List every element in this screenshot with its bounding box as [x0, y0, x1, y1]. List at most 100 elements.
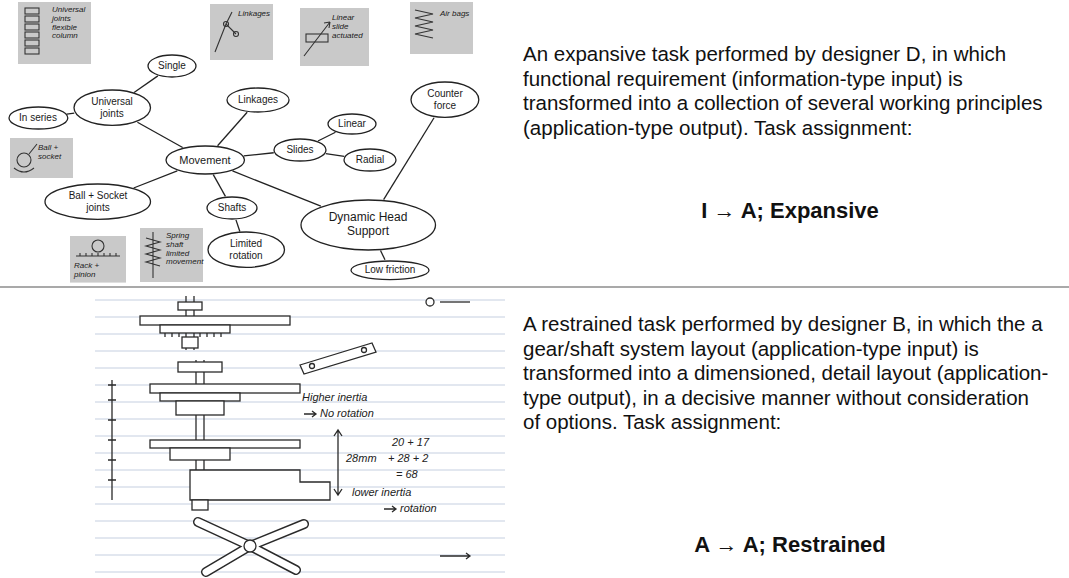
bubble-text: Radial — [356, 154, 384, 166]
slide-arrow — [304, 22, 330, 56]
card-note: Spring shaft limited movement — [166, 232, 200, 267]
gear-shaft-sketch — [108, 296, 470, 559]
sketch-card: Linear slide actuated — [300, 8, 369, 66]
mindmap-bubble: Ball + Socket joints — [44, 183, 152, 220]
bubble-ellipse — [207, 197, 257, 219]
branch-stroke — [326, 154, 345, 157]
pinion-doodle — [92, 240, 104, 252]
sketch-note: Higher inertia — [302, 391, 367, 404]
branch-stroke — [380, 251, 384, 260]
card-ground — [18, 2, 91, 64]
bubble-text: Counter force — [423, 88, 467, 111]
mindmap-bubble: Dynamic Head Support — [300, 199, 437, 251]
dimension-note: 20 + 17 — [392, 436, 429, 449]
card-ground — [10, 138, 73, 178]
bubble-ellipse — [227, 88, 289, 112]
bubble-text: Ball + Socket joints — [63, 190, 133, 213]
mindmap-bubble: In series — [8, 106, 69, 130]
spring-doodle — [146, 232, 160, 278]
task-assignment: A → A; Restrained — [600, 532, 980, 558]
card-note-holder: Linear slide actuated — [332, 14, 366, 40]
card-ground — [210, 4, 273, 60]
bubble-ellipse — [344, 149, 396, 171]
mindmap-bubble: Low friction — [350, 260, 430, 281]
branch-stroke — [236, 220, 240, 232]
branch-line — [218, 112, 248, 146]
card-ground — [70, 236, 126, 283]
branch-line — [244, 153, 274, 156]
description-text: An expansive task performed by designer … — [523, 42, 1051, 140]
bubble-text: Linkages — [238, 94, 278, 106]
bubble-text: Dynamic Head Support — [323, 211, 413, 239]
sketch-note: rotation — [400, 502, 437, 515]
card-ground — [300, 8, 369, 66]
mindmap-bubble: Limited rotation — [207, 231, 286, 268]
bubble-text: Limited rotation — [221, 238, 271, 261]
bubble-text: Linear — [338, 118, 366, 130]
branch-line — [137, 122, 182, 147]
description-text: A restrained task performed by designer … — [523, 312, 1051, 435]
card-note: Ball + socket — [38, 144, 70, 162]
bubble-text: In series — [19, 112, 57, 124]
mindmap-bubble: Single — [147, 54, 197, 78]
bubble-ellipse — [9, 107, 68, 129]
column-segment — [25, 40, 39, 46]
branch-stroke — [213, 175, 225, 197]
dimension-note: = 68 — [396, 468, 418, 481]
branch-stroke — [318, 132, 336, 141]
branch-line — [213, 175, 225, 197]
card-ground — [140, 228, 203, 282]
sketch-note: No rotation — [320, 407, 374, 420]
card-note: Universal joints flexible column — [52, 6, 88, 41]
card-note-holder: Linkages — [238, 10, 270, 19]
slide-block — [306, 34, 328, 42]
column-segment — [25, 48, 39, 54]
column-segment — [25, 32, 39, 38]
mindmap-bubble: Universal joints — [73, 89, 152, 126]
column-segment — [25, 24, 39, 30]
rack-doodle — [76, 253, 120, 256]
mindmap-bubble: Shafts — [206, 196, 258, 220]
linkage-doodle — [215, 12, 236, 52]
card-ground — [410, 2, 473, 54]
branch-line — [236, 220, 240, 232]
bubble-text: Single — [158, 60, 186, 72]
branch-line — [134, 171, 178, 188]
sketch-card: Spring shaft limited movement — [140, 228, 203, 282]
branch-stroke — [67, 113, 75, 114]
bubble-text: Slides — [286, 144, 313, 156]
card-note-holder: Ball + socket — [38, 144, 70, 162]
pivot — [234, 32, 239, 37]
bubble-ellipse — [74, 90, 151, 125]
branch-stroke — [244, 153, 274, 156]
branch-stroke — [218, 112, 248, 146]
bubble-ellipse — [351, 261, 429, 280]
sketch-card: Universal joints flexible column — [18, 2, 91, 64]
branch-line — [318, 132, 336, 141]
mindmap-bubble: Movement — [165, 145, 245, 175]
pivot — [224, 22, 229, 27]
bubble-ellipse — [166, 146, 244, 174]
task-assignment: I → A; Expansive — [600, 198, 980, 224]
bubble-ellipse — [45, 184, 151, 219]
card-note-holder: Universal joints flexible column — [52, 6, 88, 41]
panel-divider — [0, 286, 1069, 287]
branch-line — [67, 113, 75, 114]
bubble-ellipse — [301, 200, 436, 250]
mindmap-bubble: Linear — [327, 113, 377, 135]
bubble-ellipse — [208, 232, 285, 267]
mindmap-bubble: Linkages — [226, 87, 290, 113]
card-note: Rack + pinion — [74, 262, 122, 280]
bubble-ellipse — [411, 82, 479, 117]
bubble-text: Universal joints — [87, 96, 137, 119]
card-note-holder: Rack + pinion — [74, 262, 122, 280]
bubble-text: Low friction — [365, 264, 416, 276]
card-note-holder: Air bags — [440, 10, 470, 19]
bubble-ellipse — [328, 114, 376, 134]
dimension-note: + 28 + 2 — [388, 452, 428, 465]
branch-stroke — [134, 171, 178, 188]
branch-stroke — [134, 76, 158, 93]
sketch-card: Linkages — [210, 4, 273, 60]
spider-coupling — [198, 522, 304, 572]
